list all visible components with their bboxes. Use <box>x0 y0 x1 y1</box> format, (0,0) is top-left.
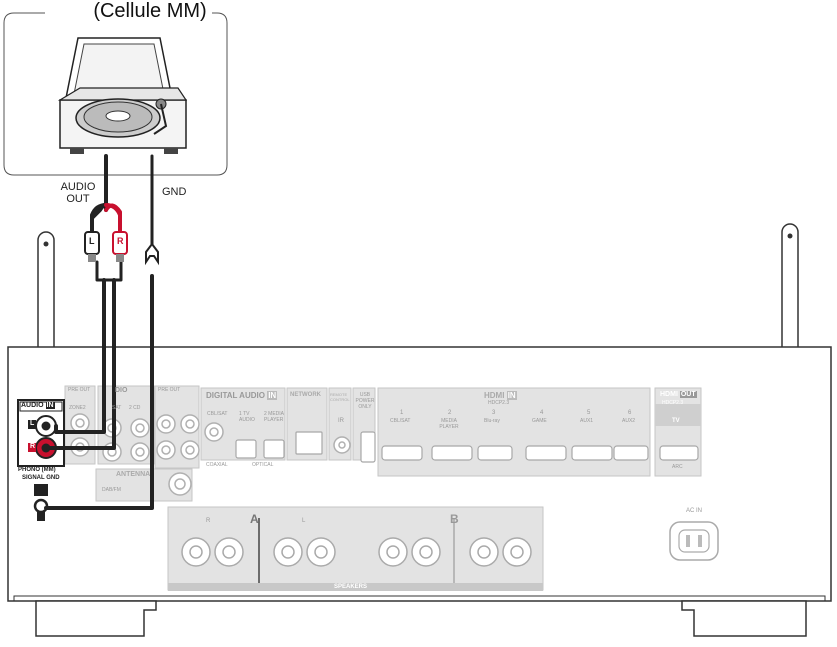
spk-l-label: L <box>302 518 306 524</box>
cables <box>44 154 154 510</box>
dab-fm-label: DAB/FM <box>102 487 121 493</box>
hdmi-out-title: HDMI <box>660 391 678 398</box>
hdmi-num-3: 3 <box>492 410 496 416</box>
coaxial-label: COAXIAL <box>206 462 228 468</box>
tv-label: TV <box>672 418 680 424</box>
remote-control-label: REMOTE CONTROL <box>330 392 350 402</box>
hdmi-num-5: 5 <box>587 410 591 416</box>
audio-out-line2: OUT <box>66 193 90 205</box>
spk-r-label: R <box>206 518 211 524</box>
sat-label: SAT <box>112 405 122 411</box>
jack-l-label: L <box>30 420 35 427</box>
network-label: NETWORK <box>290 392 321 398</box>
cd-label: 2 CD <box>129 405 141 411</box>
cbl-sat-digital-label: CBL/SAT <box>207 411 228 417</box>
audio-in-title-text: AUDIO <box>21 402 44 409</box>
hdmi-num-1: 1 <box>400 410 404 416</box>
hdmi-out-hdcp-label: HDCP2.3 <box>662 400 684 406</box>
usb-label: USB POWER ONLY <box>355 392 375 410</box>
digital-audio-label: DIGITAL AUDIO IN <box>206 391 278 400</box>
jack-r-label: R <box>30 443 36 450</box>
hdmi-input-cbl-sat: CBL/SAT <box>390 418 411 424</box>
hdmi-input-aux1: AUX1 <box>580 418 594 424</box>
hdmi-out-label: HDMI OUT <box>660 391 697 398</box>
zone2-label: ZONE2 <box>69 405 86 411</box>
zone-a-label: A <box>250 512 259 526</box>
audio-in-title: AUDIO IN <box>21 402 55 409</box>
tv-audio-label: 1 TV AUDIO <box>239 411 255 423</box>
optical-label: OPTICAL <box>252 462 274 468</box>
hdmi-input-bluray: Blu-ray <box>484 418 500 424</box>
arc-label: ARC <box>672 464 683 470</box>
hdmi-input-aux2: AUX2 <box>622 418 636 424</box>
ir-label: IR <box>338 418 344 424</box>
ac-inlet <box>669 521 719 561</box>
signal-gnd-label: SIGNAL GND <box>22 475 60 481</box>
device-caption: (Cellule MM) <box>93 0 207 22</box>
pre-out-label-2: PRE OUT <box>158 387 181 393</box>
ac-in-label: AC IN <box>686 508 703 514</box>
audio-out-label: AUDIO OUT <box>56 181 100 205</box>
hdmi-in-label: HDMI IN <box>484 391 517 400</box>
plug-left-label: L <box>89 236 95 246</box>
digital-audio-text: DIGITAL AUDIO <box>206 391 265 400</box>
hdmi-in-title: HDMI <box>484 391 505 400</box>
rca-jacks <box>70 413 351 496</box>
audio-out-line1: AUDIO <box>60 181 96 193</box>
pre-out-label-1: PRE OUT <box>68 387 91 393</box>
audio-in-badge: IN <box>45 402 55 409</box>
turntable-frame <box>3 12 228 176</box>
speakers-label: SPEAKERS <box>334 584 368 590</box>
hdmi-out-badge: OUT <box>679 391 697 398</box>
plug-right-label: R <box>117 236 124 246</box>
phono-label: PHONO (MM) <box>18 467 56 473</box>
hdmi-in-badge: IN <box>506 391 517 400</box>
foot-right <box>681 600 807 637</box>
rca-plugs <box>84 231 159 266</box>
digital-in-badge: IN <box>267 391 278 400</box>
media-player-digital-label: 2 MEDIA PLAYER <box>264 411 284 423</box>
hdmi-input-media-player: MEDIA PLAYER <box>439 418 459 430</box>
speaker-terminals <box>181 537 532 567</box>
hdmi-num-4: 4 <box>540 410 544 416</box>
hdmi-input-game: GAME <box>532 418 547 424</box>
foot-left <box>35 600 157 637</box>
hdmi-num-6: 6 <box>628 410 632 416</box>
hdcp-label: HDCP2.3 <box>488 400 510 406</box>
antenna-label: ANTENNA <box>116 471 151 478</box>
gnd-label: GND <box>162 186 187 198</box>
turntable-icon <box>57 37 188 154</box>
hdmi-num-2: 2 <box>448 410 452 416</box>
audio-in-2-label: DIO <box>115 387 128 394</box>
zone-b-label: B <box>450 512 459 526</box>
